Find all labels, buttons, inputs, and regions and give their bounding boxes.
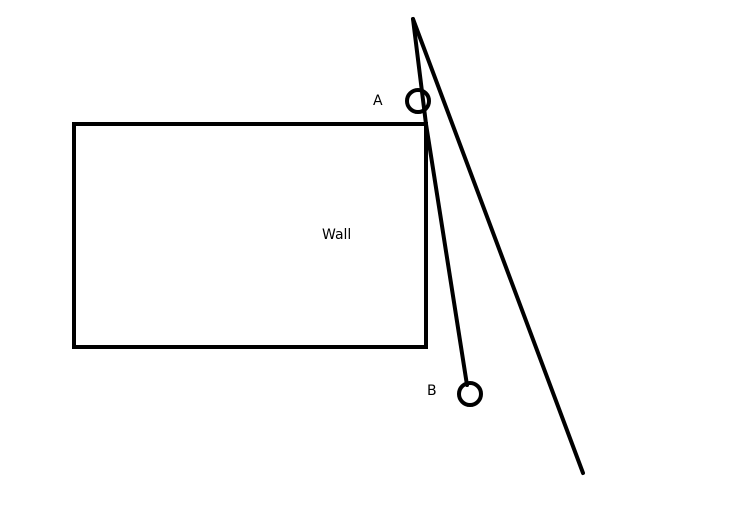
point-a-circle — [405, 88, 431, 114]
long-line — [411, 17, 585, 475]
point-b-label: B — [427, 383, 437, 399]
wall-rectangle — [72, 122, 428, 349]
point-b-circle — [457, 381, 483, 407]
line-a-to-b — [424, 122, 469, 387]
wall-label: Wall — [322, 227, 352, 243]
top-segment — [411, 17, 428, 126]
point-a-label: A — [373, 93, 383, 109]
